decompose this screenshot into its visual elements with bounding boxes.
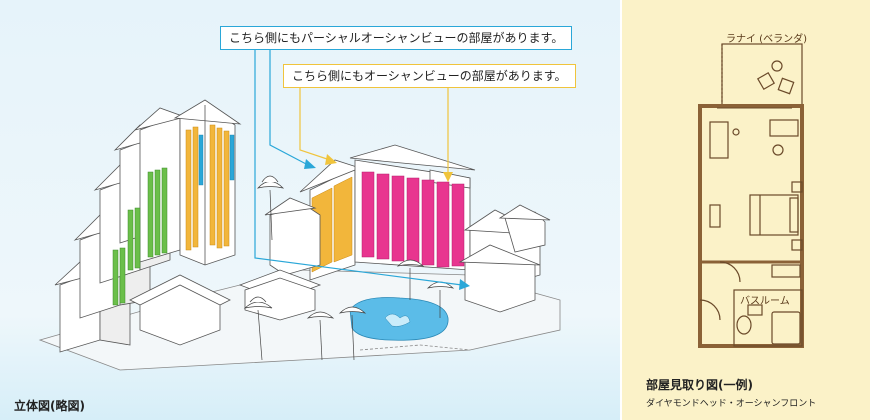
- toilet-icon: [736, 315, 752, 335]
- blue-leader-line-2: [254, 48, 463, 286]
- blue-leader-line: [269, 48, 309, 166]
- floor-plan-subtitle: ダイヤモンドヘッド・オーシャンフロント: [646, 399, 817, 409]
- room-outline: [698, 104, 804, 348]
- right-buildings: [458, 204, 551, 313]
- bathtub-icon: [771, 311, 801, 345]
- palm-tree: [256, 175, 285, 241]
- isometric-caption: 立体図(略図): [14, 399, 85, 413]
- desk-icon: [769, 119, 799, 137]
- pool-island: [384, 313, 411, 327]
- sofa-icon: [709, 121, 729, 159]
- lanai-table-icon: [771, 60, 783, 72]
- yellow-arrowhead-2: [443, 172, 453, 182]
- garden-view-rooms: [112, 167, 168, 306]
- palm-tree: [338, 306, 367, 361]
- floor-plan-title: 部屋見取り図(一例): [646, 378, 753, 392]
- closet-icon: [771, 264, 801, 278]
- isometric-diagram-panel: こちら側にもパーシャルオーシャンビューの部屋があります。 こちら側にもオーシャン…: [0, 0, 620, 420]
- lanai-area: [721, 43, 803, 107]
- lanai-label: ラナイ (ベランダ): [726, 34, 807, 45]
- dresser-icon: [709, 204, 721, 228]
- palm-tree: [396, 259, 425, 300]
- floor-plan-panel: ラナイ (ベランダ) バスルーム 部屋見取り図(一例) ダイヤモンドヘッド・オー…: [622, 0, 870, 420]
- pavilions: [129, 269, 322, 346]
- ocean-view-rooms-main: [361, 171, 465, 268]
- palm-tree: [426, 281, 455, 318]
- beach-path: [359, 344, 471, 351]
- lamp-icon: [732, 128, 740, 136]
- palm-trees: [243, 175, 455, 361]
- blue-arrowhead: [304, 159, 316, 169]
- ocean-view-callout: こちら側にもオーシャンビューの部屋があります。: [283, 64, 576, 88]
- sink-icon: [747, 304, 763, 316]
- tall-tower: [173, 99, 242, 266]
- palm-tree: [306, 311, 335, 361]
- chair-icon: [772, 144, 784, 156]
- nightstand-icon: [791, 239, 803, 251]
- door-swing: [719, 261, 741, 283]
- ocean-view-rooms-tower: [198, 134, 235, 186]
- entry-door-swing: [699, 299, 721, 321]
- lanai-chair-icon: [777, 77, 795, 95]
- bed-icon: [749, 194, 799, 236]
- bathroom-label: バスルーム: [740, 296, 790, 307]
- partial-ocean-view-rooms-tower: [185, 124, 230, 251]
- bathroom-area: [733, 289, 803, 347]
- yellow-arrowhead: [325, 154, 337, 165]
- partial-ocean-view-callout: こちら側にもパーシャルオーシャンビューの部屋があります。: [220, 26, 573, 50]
- blue-arrowhead-2: [459, 279, 470, 290]
- resort-isometric-illustration: [38, 48, 561, 371]
- floor-plan-drawing: [698, 43, 804, 348]
- palm-tree: [243, 296, 273, 361]
- yellow-leader-line: [299, 86, 331, 161]
- nightstand-icon: [791, 181, 803, 193]
- lanai-chair-icon: [756, 71, 776, 91]
- side-annex: [264, 197, 321, 276]
